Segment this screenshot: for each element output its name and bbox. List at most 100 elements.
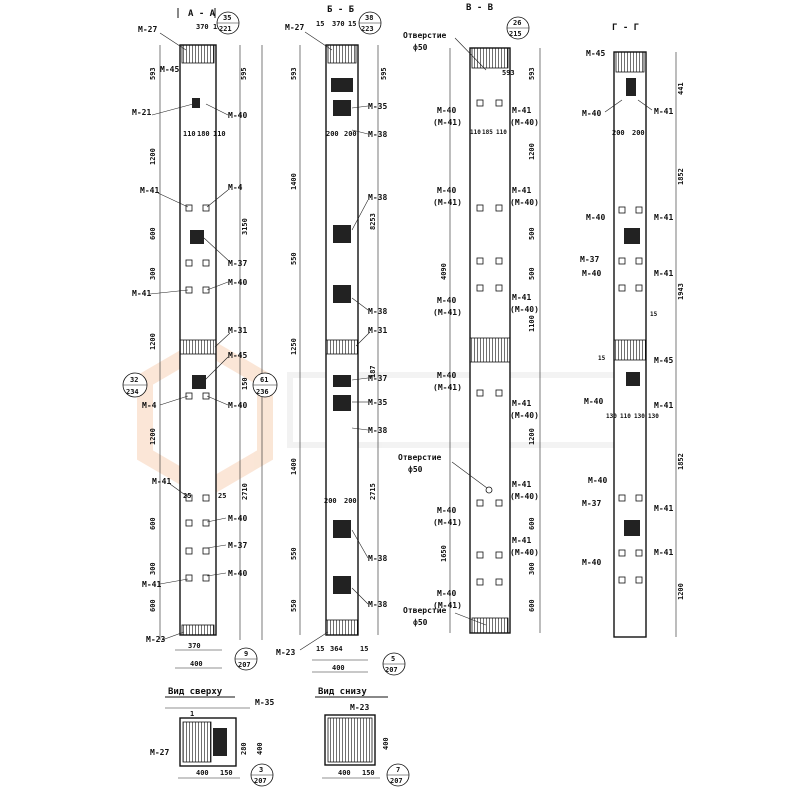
svg-text:32: 32 <box>130 376 138 384</box>
svg-text:М-27: М-27 <box>150 748 169 757</box>
svg-text:М-45: М-45 <box>586 49 605 58</box>
svg-text:8253: 8253 <box>369 213 377 230</box>
svg-text:М-40: М-40 <box>437 186 456 195</box>
svg-text:(М-40): (М-40) <box>510 492 539 501</box>
svg-text:ф50: ф50 <box>413 618 428 627</box>
svg-text:М-41: М-41 <box>654 269 673 278</box>
svg-text:М-41: М-41 <box>654 213 673 222</box>
svg-text:1200: 1200 <box>677 583 685 600</box>
svg-text:110: 110 <box>496 129 507 136</box>
svg-text:200: 200 <box>344 497 357 505</box>
svg-text:110: 110 <box>470 129 481 136</box>
svg-text:400: 400 <box>196 769 209 777</box>
svg-text:600: 600 <box>149 227 157 240</box>
svg-text:1200: 1200 <box>528 143 536 160</box>
svg-text:1852: 1852 <box>677 168 685 185</box>
svg-text:200: 200 <box>326 130 339 138</box>
svg-text:М-40: М-40 <box>228 514 247 523</box>
dim-370-aa: 370 <box>196 23 209 31</box>
svg-text:26: 26 <box>513 19 521 27</box>
svg-text:400: 400 <box>382 737 390 750</box>
svg-text:15: 15 <box>360 645 368 653</box>
svg-text:593: 593 <box>502 69 515 77</box>
svg-text:М-41: М-41 <box>142 580 161 589</box>
svg-text:15: 15 <box>650 311 658 318</box>
svg-text:М-41: М-41 <box>152 477 171 486</box>
svg-text:15: 15 <box>348 20 356 28</box>
svg-text:130: 130 <box>606 413 617 420</box>
svg-text:200: 200 <box>344 130 357 138</box>
svg-text:400: 400 <box>332 664 345 672</box>
section-title-vv: В - В <box>466 3 494 13</box>
svg-text:150: 150 <box>220 769 233 777</box>
svg-text:М-38: М-38 <box>368 600 387 609</box>
svg-text:1400: 1400 <box>290 173 298 190</box>
svg-text:15: 15 <box>213 23 221 31</box>
svg-text:М-4: М-4 <box>142 401 157 410</box>
svg-text:280: 280 <box>240 742 248 755</box>
svg-text:М-40: М-40 <box>582 109 601 118</box>
labels-gg: М-45 М-40 М-41 М-40 М-41 М-37 М-40 М-41 … <box>580 49 673 567</box>
svg-text:110: 110 <box>620 413 631 420</box>
svg-text:1400: 1400 <box>290 458 298 475</box>
svg-text:130: 130 <box>634 413 645 420</box>
svg-text:3: 3 <box>259 766 263 774</box>
svg-text:35: 35 <box>223 14 231 22</box>
svg-text:364: 364 <box>330 645 343 653</box>
top-view: Вид сверху 400 150 М-35 М-27 280 400 1 3… <box>150 687 274 787</box>
svg-text:25: 25 <box>218 492 226 500</box>
column-g-g: Г - Г 200 200 441 1852 1943 1852 1200 13… <box>580 23 685 638</box>
svg-text:М-40: М-40 <box>582 269 601 278</box>
svg-text:ф50: ф50 <box>413 43 428 52</box>
svg-text:550: 550 <box>290 599 298 612</box>
svg-text:215: 215 <box>509 30 522 38</box>
svg-text:Отверстие: Отверстие <box>398 453 442 462</box>
svg-text:М-31: М-31 <box>228 326 247 335</box>
svg-text:М-40: М-40 <box>228 278 247 287</box>
svg-text:М-40: М-40 <box>437 296 456 305</box>
svg-text:500: 500 <box>528 227 536 240</box>
svg-text:400: 400 <box>256 742 264 755</box>
svg-text:550: 550 <box>290 547 298 560</box>
svg-text:7: 7 <box>396 766 400 774</box>
svg-text:М-38: М-38 <box>368 554 387 563</box>
svg-text:300: 300 <box>528 562 536 575</box>
svg-text:М-37: М-37 <box>582 499 601 508</box>
svg-text:600: 600 <box>528 517 536 530</box>
svg-text:М-41: М-41 <box>512 186 531 195</box>
svg-text:(М-41): (М-41) <box>433 383 462 392</box>
svg-text:61: 61 <box>260 376 268 384</box>
svg-text:(М-40): (М-40) <box>510 411 539 420</box>
svg-text:М-40: М-40 <box>582 558 601 567</box>
svg-text:М-37: М-37 <box>580 255 599 264</box>
joint-plate-aa <box>179 339 217 355</box>
svg-text:Отверстие: Отверстие <box>403 31 447 40</box>
bottom-view: Вид снизу 400 150 М-23 400 7 207 <box>315 687 410 787</box>
svg-text:400: 400 <box>338 769 351 777</box>
column-v-v: В - В 110 185 110 593 593 1200 500 500 1… <box>398 3 541 634</box>
svg-text:221: 221 <box>219 25 232 33</box>
svg-text:(М-41): (М-41) <box>433 198 462 207</box>
svg-text:(М-40): (М-40) <box>510 118 539 127</box>
svg-text:М-31: М-31 <box>368 326 387 335</box>
svg-text:(М-40): (М-40) <box>510 198 539 207</box>
svg-text:М-38: М-38 <box>368 426 387 435</box>
svg-text:595: 595 <box>240 67 248 80</box>
svg-text:223: 223 <box>361 25 374 33</box>
svg-text:600: 600 <box>528 599 536 612</box>
svg-text:М-40: М-40 <box>437 371 456 380</box>
svg-text:207: 207 <box>385 666 398 674</box>
svg-text:М-41: М-41 <box>512 399 531 408</box>
svg-text:1250: 1250 <box>290 338 298 355</box>
svg-text:М-38: М-38 <box>368 130 387 139</box>
svg-text:М-23: М-23 <box>146 635 165 644</box>
svg-text:М-41: М-41 <box>512 106 531 115</box>
svg-text:М-35: М-35 <box>255 698 274 707</box>
svg-text:150: 150 <box>362 769 375 777</box>
svg-text:(М-41): (М-41) <box>433 518 462 527</box>
svg-text:150: 150 <box>241 377 249 390</box>
svg-text:М-45: М-45 <box>228 351 247 360</box>
svg-text:200: 200 <box>632 129 645 137</box>
label-m27-aa: М-27 <box>138 25 157 34</box>
